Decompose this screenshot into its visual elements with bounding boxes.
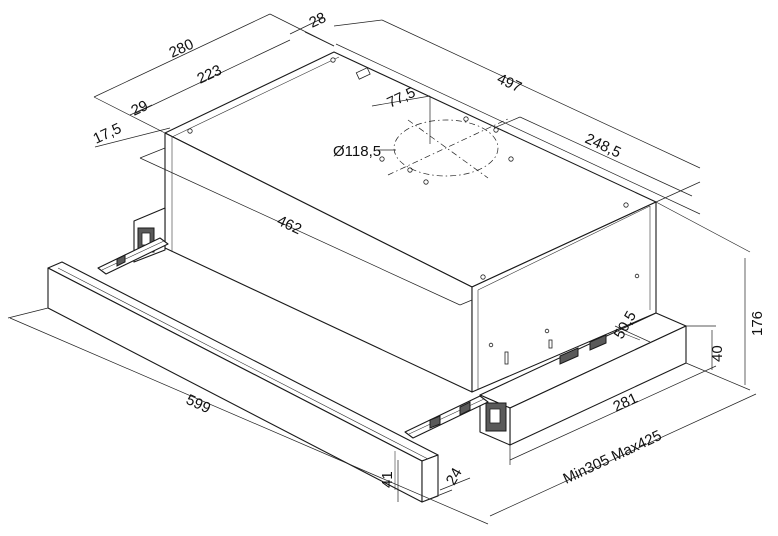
- dim-118-5: Ø118,5: [333, 143, 381, 160]
- dim-41: 41: [379, 471, 396, 488]
- outlet-circle: [393, 119, 499, 177]
- rails: [97, 237, 489, 439]
- housing: [164, 51, 657, 393]
- front-visor: [47, 261, 439, 503]
- dim-24: 24: [443, 465, 466, 488]
- exhaust-outlet: [387, 117, 511, 179]
- dim-599: 599: [183, 391, 213, 417]
- dimension-lines: [7, 13, 757, 525]
- dim-248-5: 248,5: [582, 130, 623, 161]
- dim-280: 280: [167, 36, 197, 62]
- visor-end: [421, 454, 439, 503]
- dim-29: 29: [129, 97, 151, 119]
- dim-176: 176: [749, 311, 766, 336]
- dim-28: 28: [307, 9, 329, 31]
- dim-223: 223: [195, 62, 225, 88]
- dim-17-5: 17,5: [91, 120, 125, 148]
- side-details: [488, 273, 640, 365]
- dim-40: 40: [709, 345, 726, 362]
- dim-min-max: Min305 Max425: [561, 427, 665, 488]
- dim-497: 497: [494, 70, 524, 96]
